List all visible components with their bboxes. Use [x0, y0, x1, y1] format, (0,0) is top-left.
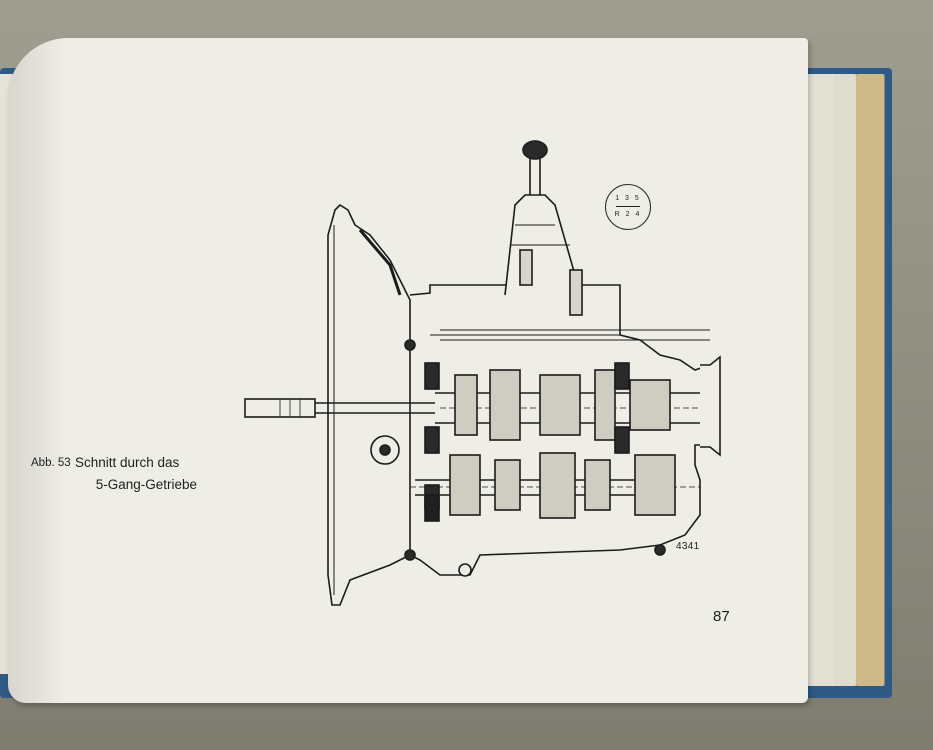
- caption-row-1: Abb. 53 Schnitt durch das: [31, 452, 201, 474]
- figure-label: Abb. 53: [31, 457, 71, 469]
- shift-pattern-icon: 1 3 5 R 2 4: [605, 184, 651, 230]
- figure-number: 4341: [676, 541, 700, 552]
- shift-pattern-top: 1 3 5: [615, 195, 641, 202]
- caption-line-2: 5-Gang-Getriebe: [95, 477, 197, 492]
- caption-line-1: Schnitt durch das: [75, 455, 180, 470]
- figure-caption: Abb. 53 Schnitt durch das 5-Gang-Getrieb…: [31, 452, 201, 495]
- page-stack: [790, 74, 890, 686]
- gearbox-cross-section-drawing: [244, 140, 721, 606]
- shift-pattern-gate: [616, 206, 640, 207]
- page-leaf: [834, 74, 856, 686]
- page-number: 87: [713, 608, 730, 625]
- shift-pattern-bottom: R 2 4: [614, 211, 642, 218]
- page-leaf: [856, 74, 884, 686]
